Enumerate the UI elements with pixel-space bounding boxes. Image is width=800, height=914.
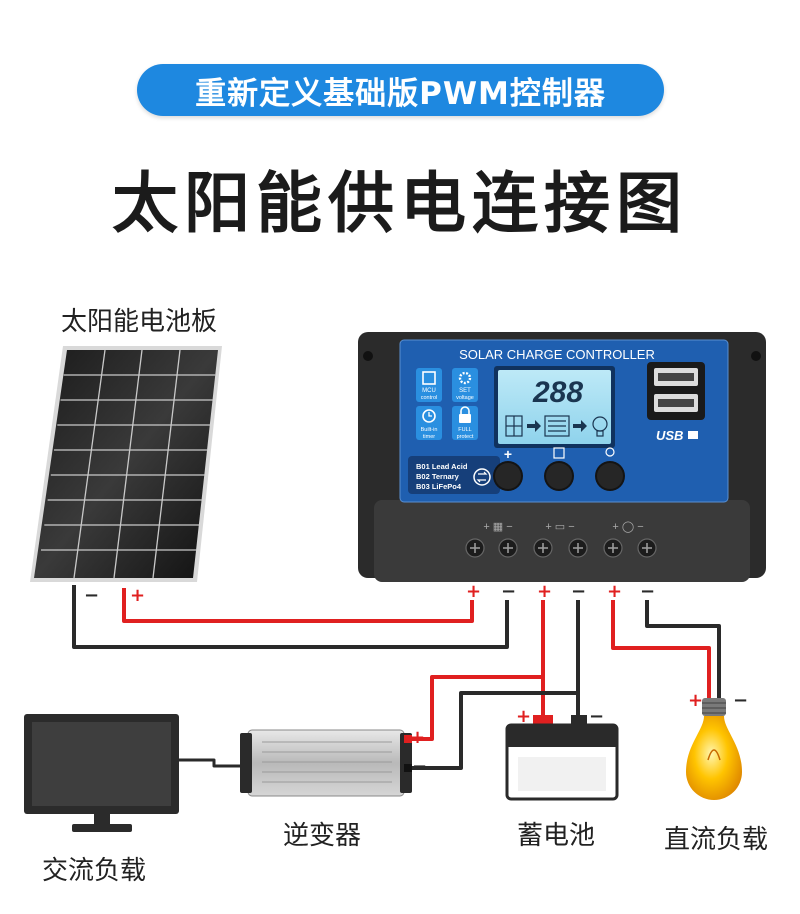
usb-ports: USB xyxy=(647,362,705,443)
bulb-icon xyxy=(686,698,742,800)
wire-solar-negative xyxy=(72,585,509,649)
ac-load-label: 交流负载 xyxy=(42,856,147,886)
light-icon xyxy=(605,447,615,457)
solar-panel-grid xyxy=(41,349,216,579)
term-mark-3: + xyxy=(537,581,552,602)
lcd-arrow-icon-2 xyxy=(573,420,587,432)
svg-text:control: control xyxy=(421,395,438,401)
term-mark-6: − xyxy=(640,581,655,602)
lcd-solar-icon xyxy=(505,415,523,437)
wire-load-positive xyxy=(611,600,711,700)
terminal-mark-load: + ◯ − xyxy=(612,521,643,533)
lcd-arrow-icon xyxy=(527,420,541,432)
svg-text:FULL: FULL xyxy=(458,427,471,433)
header-badge: 重新定义基础版PWM控制器 xyxy=(137,64,664,116)
svg-text:SET: SET xyxy=(459,388,471,394)
terminal-polarity-marks: + − + − + − xyxy=(466,581,655,602)
usb-label: USB xyxy=(656,428,683,443)
terminal-mark-battery: + ▭ − xyxy=(545,521,574,533)
solar-minus-mark: − xyxy=(84,585,99,606)
mount-hole-left xyxy=(363,351,373,361)
term-mark-5: + xyxy=(607,581,622,602)
button-light[interactable] xyxy=(595,447,625,491)
battery-minus-mark: − xyxy=(589,706,604,727)
cycle-icon xyxy=(473,468,491,486)
term-mark-4: − xyxy=(571,581,586,602)
wires xyxy=(72,585,721,770)
battery-type-3: B03 LiFePo4 xyxy=(416,482,462,491)
button-menu[interactable] xyxy=(544,447,574,491)
solar-plus-mark: + xyxy=(130,585,145,606)
term-mark-1: + xyxy=(466,581,481,602)
bulb-plus-mark: + xyxy=(688,690,703,711)
feature-lock-icon: FULL protect xyxy=(452,406,478,440)
page-title: 太阳能供电连接图 xyxy=(112,165,688,242)
charge-controller: SOLAR CHARGE CONTROLLER MCU control SET … xyxy=(358,332,766,582)
controller-title: SOLAR CHARGE CONTROLLER xyxy=(459,347,655,362)
terminal-block: + ▦ − + ▭ − + ◯ − xyxy=(465,521,657,558)
wire-inverter-negative xyxy=(405,691,578,770)
usb-battery-icon xyxy=(688,431,698,439)
lcd-battery-icon xyxy=(544,415,570,437)
svg-text:voltage: voltage xyxy=(456,395,474,401)
feature-timer-icon: Built-in timer xyxy=(416,406,442,440)
inverter-plus-mark: + xyxy=(410,727,425,748)
lcd-reading: 288 xyxy=(532,376,583,409)
inverter-icon xyxy=(240,729,412,797)
inverter-minus-mark: − xyxy=(412,756,427,777)
mount-hole-right xyxy=(751,351,761,361)
feature-mcu-icon: MCU control xyxy=(416,368,442,402)
button-plus-label: + xyxy=(504,446,512,462)
inverter-label: 逆变器 xyxy=(283,821,362,851)
svg-text:protect: protect xyxy=(457,434,474,440)
menu-icon xyxy=(553,447,565,459)
wire-inverter-positive xyxy=(405,675,543,741)
term-mark-2: − xyxy=(501,581,516,602)
solar-panel xyxy=(30,346,222,582)
dc-load-label: 直流负载 xyxy=(664,825,769,855)
polarity-marks: + − + − + − + − xyxy=(84,585,748,777)
battery-type-2: B02 Ternary xyxy=(416,472,460,481)
feature-gear-icon: SET voltage xyxy=(452,368,478,402)
wire-ac-cable xyxy=(178,758,248,768)
lcd-bulb-icon xyxy=(592,416,608,437)
battery-label: 蓄电池 xyxy=(517,821,596,851)
battery-plus-mark: + xyxy=(516,706,531,727)
svg-text:MCU: MCU xyxy=(422,388,436,394)
battery-icon xyxy=(505,715,619,801)
monitor-icon xyxy=(24,714,179,832)
wire-load-negative xyxy=(645,600,721,700)
solar-panel-label: 太阳能电池板 xyxy=(61,307,218,337)
battery-type-1: B01 Lead Acid xyxy=(416,462,468,471)
header-badge-text: 重新定义基础版PWM控制器 xyxy=(195,75,606,112)
svg-text:timer: timer xyxy=(423,434,435,440)
lcd-display: 288 xyxy=(494,366,615,448)
button-plus[interactable]: + xyxy=(493,446,523,491)
terminal-mark-solar: + ▦ − xyxy=(483,521,512,533)
bulb-minus-mark: − xyxy=(733,690,748,711)
svg-text:Built-in: Built-in xyxy=(421,427,438,433)
wire-solar-positive xyxy=(122,588,474,623)
